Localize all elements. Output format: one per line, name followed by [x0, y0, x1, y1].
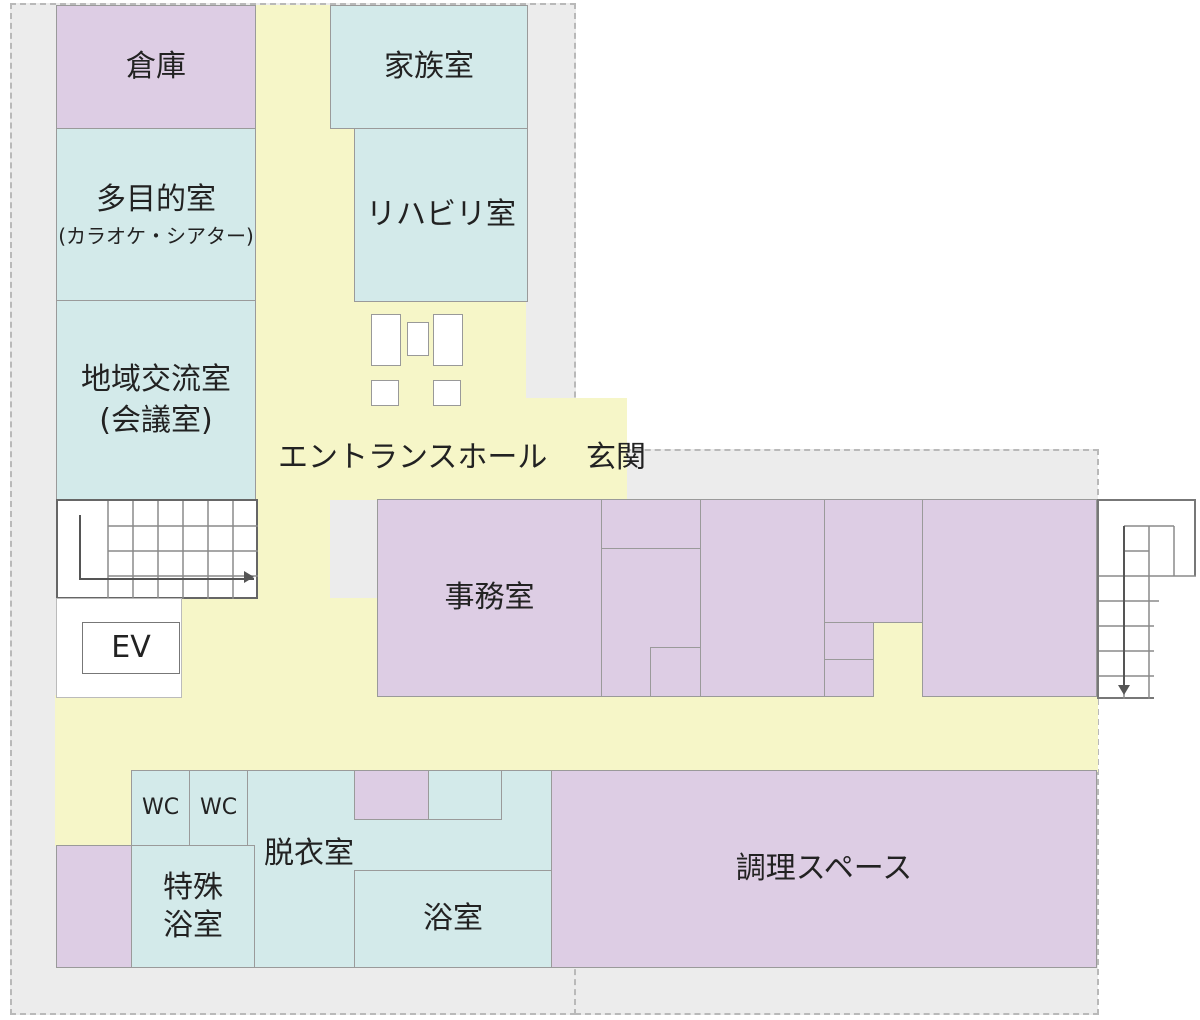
room-special-bath-sublabel: 浴室	[163, 907, 223, 943]
room-family-label: 家族室	[384, 49, 474, 85]
office-sub-7	[824, 659, 874, 697]
room-family: 家族室	[330, 5, 528, 129]
room-kitchen: 調理スペース	[551, 770, 1097, 968]
room-kitchen-label: 調理スペース	[735, 851, 913, 887]
corridor-notch	[873, 622, 923, 698]
lobby-chair-right	[433, 380, 461, 406]
room-community: 地域交流室 (会議室)	[56, 300, 256, 500]
changing-sub-purple	[354, 770, 429, 820]
building-outline-lower	[575, 449, 1099, 1015]
room-bath: 浴室	[354, 870, 552, 968]
stairs-west-drawing	[79, 501, 258, 599]
office-sub-3	[650, 647, 701, 697]
corridor-vertical	[255, 5, 330, 700]
corridor-entrance-lower	[255, 398, 627, 500]
lobby-sofa-right	[433, 314, 463, 366]
office-sub-5	[824, 499, 923, 623]
room-special-bath: 特殊 浴室	[131, 845, 255, 968]
wc-2-label: WC	[199, 795, 238, 821]
corridor-west	[180, 598, 378, 700]
changing-sub-teal	[428, 770, 502, 820]
room-southwest-purple	[56, 845, 132, 968]
stairs-east-drawing	[1099, 525, 1196, 699]
room-storage-label: 倉庫	[126, 49, 186, 85]
elevator: EV	[82, 622, 180, 674]
office-sub-1	[601, 499, 701, 549]
wc-1: WC	[131, 770, 190, 846]
room-rehab-label: リハビリ室	[366, 197, 516, 233]
room-storage: 倉庫	[56, 5, 256, 129]
room-changing-label: 脱衣室	[264, 836, 354, 871]
room-office: 事務室	[377, 499, 602, 697]
room-multipurpose-label: 多目的室	[96, 181, 216, 217]
room-rehab: リハビリ室	[354, 128, 528, 302]
room-bath-label: 浴室	[423, 901, 483, 937]
corridor-main-horizontal	[55, 695, 1098, 772]
office-sub-6	[824, 622, 874, 660]
lobby-chair-left	[371, 380, 399, 406]
lobby-table	[407, 322, 429, 356]
elevator-label: EV	[111, 630, 151, 666]
vestibule-label: 玄関	[586, 440, 646, 475]
corridor-south-west	[55, 770, 133, 846]
room-office-label: 事務室	[444, 580, 535, 616]
stairs-east	[1097, 499, 1196, 699]
office-sub-8	[922, 499, 1097, 697]
room-special-bath-label: 特殊	[163, 870, 223, 905]
entrance-hall-label: エントランスホール	[278, 440, 548, 475]
lobby-sofa-left	[371, 314, 401, 366]
room-multipurpose: 多目的室 (カラオケ・シアター)	[56, 128, 256, 302]
office-sub-4	[700, 499, 825, 697]
wc-1-label: WC	[141, 795, 180, 821]
room-community-label: 地域交流室	[81, 361, 231, 397]
stairs-west	[56, 499, 258, 599]
room-multipurpose-sublabel: (カラオケ・シアター)	[58, 224, 254, 249]
room-community-sublabel: (会議室)	[99, 403, 213, 438]
wc-2: WC	[189, 770, 248, 846]
